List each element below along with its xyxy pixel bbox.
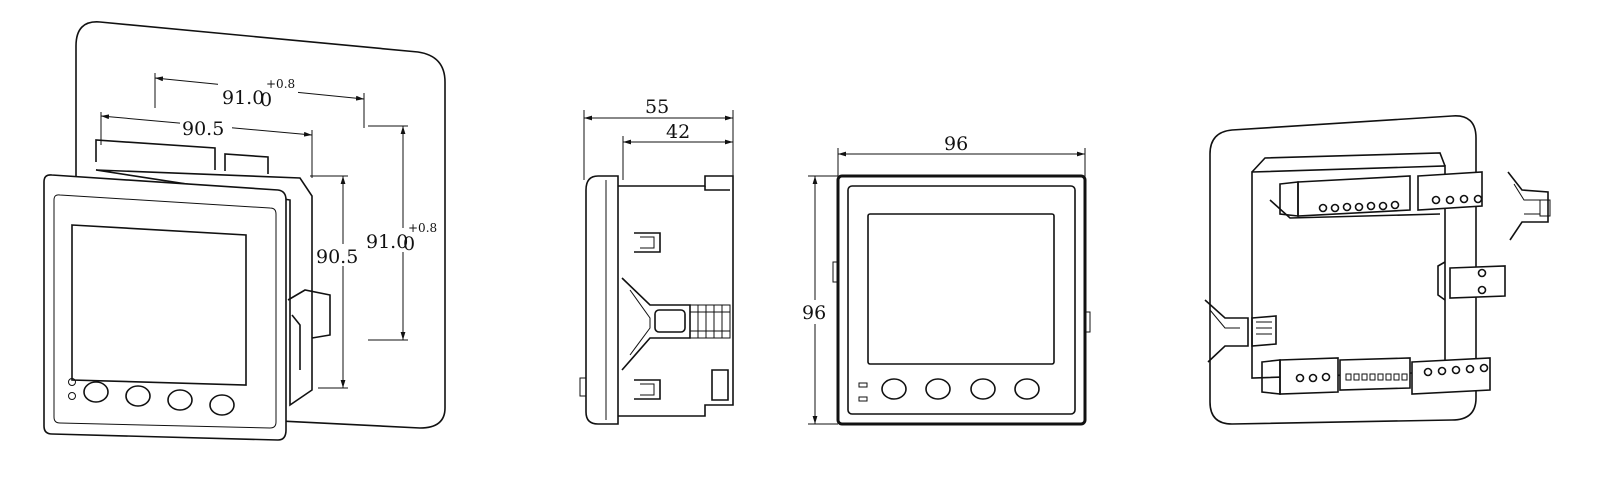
front-height-label: 96: [802, 302, 826, 324]
front-bezel: [836, 174, 1087, 426]
rear-view: [1204, 115, 1551, 425]
cutout-height-tol: 0: [403, 233, 415, 255]
front-view: 96 96: [800, 133, 1091, 426]
front-button-4: [1014, 378, 1040, 400]
side-view: 55 42: [579, 96, 734, 425]
front-button-2: [925, 378, 951, 400]
cutout-width-tol: 0: [260, 89, 272, 111]
body-height-label: 90.5: [316, 246, 358, 268]
display-screen: [71, 224, 247, 386]
front-screen: [867, 213, 1055, 365]
button-4: [209, 394, 235, 416]
front-width-label: 96: [944, 133, 968, 155]
cutout-width-label: 91.0: [222, 87, 264, 109]
front-button-1: [881, 378, 907, 400]
isometric-view: 91.0 0 +0.8 90.5 90.5 91.0 0 +0.8: [43, 21, 446, 441]
button-3: [167, 389, 193, 411]
front-button-3: [970, 378, 996, 400]
button-2: [125, 385, 151, 407]
device-front-bezel: [43, 174, 287, 441]
side-bezel: [585, 175, 619, 425]
cutout-height-label: 91.0: [366, 231, 408, 253]
mounting-panel: [75, 21, 446, 429]
cutout-height-sup: +0.8: [408, 221, 437, 235]
body-depth-label: 42: [666, 121, 690, 143]
button-1: [83, 381, 109, 403]
body-width-label: 90.5: [182, 118, 224, 140]
left-mounting-clip: [1204, 299, 1249, 363]
total-depth-label: 55: [645, 96, 669, 118]
side-clip: [621, 277, 691, 371]
right-mounting-clip: [1507, 171, 1549, 241]
rear-mounting-panel: [1209, 115, 1477, 425]
cutout-width-sup: +0.8: [266, 77, 295, 91]
top-terminal-block: [1297, 175, 1411, 217]
